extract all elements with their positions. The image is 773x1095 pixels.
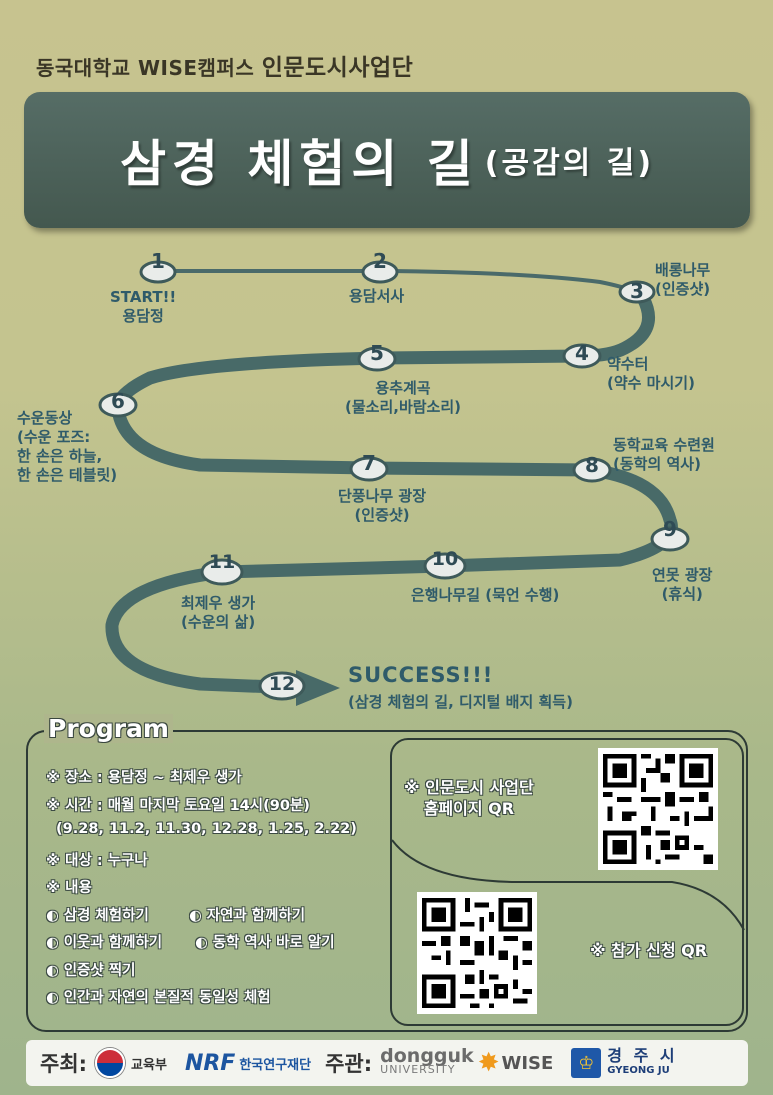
program-box bbox=[26, 730, 748, 1032]
program-content-3: ◐ 인증샷 찍기 bbox=[46, 963, 136, 979]
stop-number-5: 5 bbox=[370, 341, 384, 365]
program-title: Program bbox=[44, 714, 173, 743]
program-content-2b: ◐ 동학 역사 바로 알기 bbox=[195, 935, 335, 951]
stop-label-9: 연못 광장 (휴식) bbox=[652, 566, 713, 603]
apply-qr-label: ※ 참가 신청 QR bbox=[590, 941, 708, 960]
stop-marker-9 bbox=[650, 526, 690, 552]
page-title: 삼경 체험의 길 bbox=[119, 135, 479, 193]
stop-label-11: 최제우 생가 (수운의 삶) bbox=[181, 594, 256, 631]
success-title: SUCCESS!!! bbox=[348, 663, 494, 687]
nrf-logo: NRF bbox=[184, 1050, 236, 1076]
stop-number-7: 7 bbox=[362, 451, 376, 475]
stop-marker-2 bbox=[361, 260, 399, 284]
program-content-head: ※ 내용 bbox=[46, 880, 92, 896]
program-dates: (9.28, 11.2, 11.30, 12.28, 1.25, 2.22) bbox=[56, 821, 357, 837]
stop-label-6: 수운동상 (수운 포즈: 한 손은 하늘, 한 손은 테블릿) bbox=[17, 409, 118, 484]
stop-number-12: 12 bbox=[269, 673, 295, 695]
stop-marker-4 bbox=[562, 343, 602, 369]
stop-number-3: 3 bbox=[630, 279, 644, 303]
program-content-1b: ◐ 자연과 함께하기 bbox=[189, 908, 306, 924]
stop-number-8: 8 bbox=[585, 453, 599, 477]
stop-label-10: 은행나무길 (묵언 수행) bbox=[411, 586, 560, 604]
wise-flower-icon: ✸ bbox=[477, 1048, 500, 1078]
success-label: SUCCESS!!! (삼경 체험의 길, 디지털 배지 획득) bbox=[348, 663, 573, 712]
qr-panel bbox=[390, 738, 745, 1026]
apply-qr-code[interactable] bbox=[417, 892, 537, 1014]
stop-number-9: 9 bbox=[663, 517, 677, 541]
homepage-qr-code[interactable] bbox=[598, 748, 718, 870]
stop-marker-1 bbox=[139, 260, 177, 284]
stop-marker-6 bbox=[98, 392, 138, 418]
program-place: ※ 장소 : 용담정 ~ 최제우 생가 bbox=[46, 770, 242, 786]
stop-marker-8 bbox=[572, 457, 612, 483]
stop-number-4: 4 bbox=[575, 341, 589, 365]
host-nrf: 한국연구재단 bbox=[239, 1057, 312, 1073]
success-subtitle: (삼경 체험의 길, 디지털 배지 획득) bbox=[348, 693, 573, 711]
route-stops bbox=[98, 260, 690, 701]
organizer-title: 동국대학교 WISE캠퍼스 인문도시사업단 bbox=[36, 48, 413, 82]
dongguk-logo: dongguk UNIVERSITY bbox=[380, 1045, 474, 1077]
stop-number-6: 6 bbox=[111, 389, 125, 413]
stop-marker-3 bbox=[618, 280, 656, 304]
wise-logo: WISE bbox=[501, 1052, 554, 1074]
stop-label-5: 용추계곡 (물소리,바람소리) bbox=[345, 379, 462, 416]
stop-marker-12 bbox=[258, 671, 306, 701]
stop-label-3: 배롱나무 (인증샷) bbox=[655, 261, 711, 298]
program-content-1a: ◐ 삼경 체험하기 bbox=[46, 908, 149, 924]
gyeongju-emblem-icon: ♔ bbox=[571, 1048, 602, 1078]
homepage-qr-label: ※ 인문도시 사업단 홈페이지 QR bbox=[404, 778, 534, 818]
title-banner: 삼경 체험의 길 (공감의 길) bbox=[24, 92, 750, 228]
organizer-label: 주관: bbox=[325, 1052, 373, 1076]
stop-marker-11 bbox=[200, 558, 244, 586]
qr-panel-divider bbox=[392, 839, 745, 931]
taegeuk-logo-icon bbox=[95, 1048, 126, 1078]
program-content-4: ◐ 인간과 자연의 본질적 동일성 체험 bbox=[46, 990, 271, 1006]
stop-marker-5 bbox=[357, 346, 397, 372]
stop-number-1: 1 bbox=[151, 249, 165, 273]
stop-marker-10 bbox=[423, 552, 467, 580]
host-label: 주최: bbox=[40, 1052, 88, 1076]
route-arrow-head bbox=[296, 670, 340, 706]
footer-sponsors: 주최: 교육부 NRF 한국연구재단 주관: dongguk UNIVERSIT… bbox=[26, 1040, 748, 1086]
organizer-prefix: 동국대학교 WISE캠퍼스 bbox=[36, 56, 255, 80]
stop-number-11: 11 bbox=[209, 551, 235, 573]
stop-label-2: 용담서사 bbox=[349, 287, 405, 305]
stop-label-1: START!! 용담정 bbox=[110, 288, 177, 325]
stop-number-2: 2 bbox=[373, 249, 387, 273]
stop-marker-7 bbox=[349, 456, 389, 482]
page-subtitle: (공감의 길) bbox=[484, 146, 655, 181]
program-content-2a: ◐ 이웃과 함께하기 bbox=[46, 935, 163, 951]
stop-label-8: 동학교육 수련원 (동학의 역사) bbox=[613, 436, 715, 473]
organizer-name: 인문도시사업단 bbox=[261, 55, 414, 81]
stop-label-7: 단풍나무 광장 (인증샷) bbox=[338, 487, 427, 524]
stop-number-10: 10 bbox=[432, 548, 458, 570]
program-time: ※ 시간 : 매월 마지막 토요일 14시(90분) bbox=[46, 798, 310, 814]
route-map: 1 2 3 4 5 6 7 8 9 10 11 12 bbox=[98, 249, 690, 706]
host-ministry: 교육부 bbox=[131, 1057, 167, 1073]
stop-label-4: 약수터 (약수 마시기) bbox=[607, 355, 695, 392]
gyeongju-logo: 경 주 시 GYEONG JU bbox=[607, 1046, 678, 1077]
program-target: ※ 대상 : 누구나 bbox=[46, 853, 148, 869]
